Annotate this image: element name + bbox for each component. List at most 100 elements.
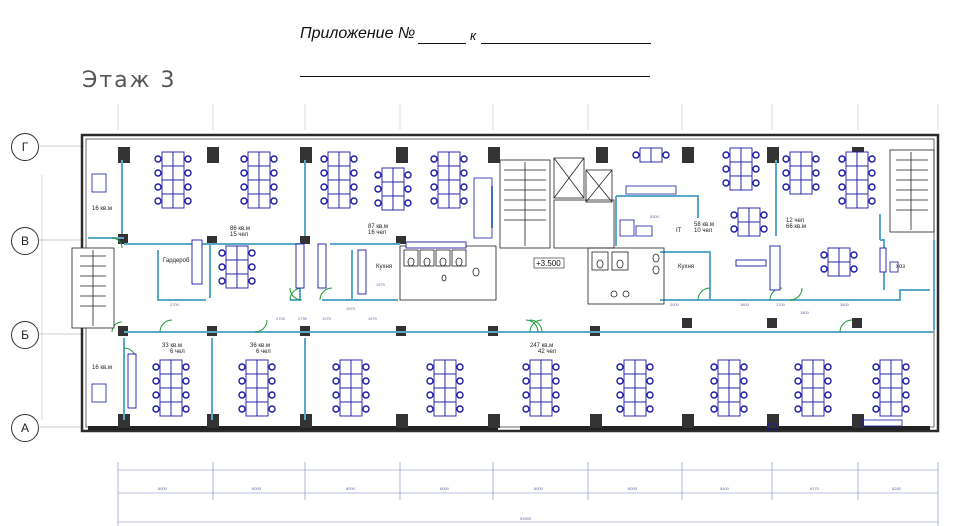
desk-cluster [240,151,278,209]
desk [127,353,137,409]
desk [191,239,203,285]
room-label-office66-area: 66 кв.м [786,224,806,230]
room-label-bottom-left-area: 16 кв.м [92,365,112,371]
wc-block-left [399,245,497,301]
desk-cluster [794,359,832,417]
dim-11: 1700 [776,302,786,307]
misc-furniture [91,173,903,431]
partitions [88,160,935,420]
bottom-dim-1: 6000 [158,486,168,491]
dim-13: 3600 [840,302,850,307]
axis-marker-b: Б [11,321,39,349]
staircase-right [889,149,935,233]
dim-5: 1970 [346,306,356,311]
room-label-office247-area: 247 кв.м [530,343,553,349]
staircase-center [499,159,551,249]
desk [879,247,887,273]
bottom-dim-6: 6000 [628,486,638,491]
desk-cluster [238,359,276,417]
doors [111,237,853,361]
desk-cluster [632,147,670,163]
desk [317,243,327,289]
dim-1: 2700 [170,302,180,307]
desk-cluster [722,147,760,191]
dim-9: 2000 [670,302,680,307]
desk-cluster [426,359,464,417]
dim-6: 1970 [368,316,378,321]
room-label-wardrobe: Гардероб [163,258,190,264]
room-label-office2-area: 87 кв.м [368,224,388,230]
room-label-storage: хоз [896,264,905,270]
room-label-office247-people: 42 чел [538,349,557,355]
desk-cluster [616,359,654,417]
appendix-number-line [418,43,466,44]
room-label-office1-people: 15 чел [230,232,249,238]
desk-cluster [218,245,256,289]
bottom-dim-9: 6280 [892,486,902,491]
floor-title: Этаж 3 [82,68,177,93]
desk-cluster [872,359,910,417]
elevation-mark-text: +3.500 [536,259,561,268]
desk-cluster [710,359,748,417]
staircase-left [71,247,115,329]
desk [735,259,767,267]
elevators [553,157,615,249]
bottom-dim-2: 6000 [252,486,262,491]
bottom-dim-5: 6000 [534,486,544,491]
desk [769,245,781,291]
dim-8: 5300 [650,214,660,219]
bottom-dimensions [117,462,939,526]
bottom-dimension-labels: 6000 6000 6000 6000 6000 6000 5400 6170 … [158,486,902,521]
dim-10: 1800 [740,302,750,307]
axis-marker-v: В [11,227,39,255]
desk-cluster [522,359,560,417]
bottom-dim-4: 6000 [440,486,450,491]
dim-12: 1800 [800,310,810,315]
room-label-office36-area: 36 кв.м [250,343,270,349]
desk-cluster [154,151,192,209]
elevation-mark: +3.500 [533,257,565,269]
wc-block-right [587,247,665,305]
room-label-office36-people: 6 чел [256,349,271,355]
dim-2: 2700 [276,316,286,321]
desk-cluster [332,359,370,417]
room-label-office33-area: 33 кв.м [162,343,182,349]
desk-cluster [152,359,190,417]
dim-4: 1970 [322,316,332,321]
room-label-office2-people: 16 чел [368,230,387,236]
room-label-office1-area: 86 кв.м [230,226,250,232]
windows [88,426,930,430]
dim-7: 1970 [376,282,386,287]
dim-3: 2790 [298,316,308,321]
room-label-kitchen-left: Кухня [376,264,392,270]
desk [405,241,467,249]
desk-cluster [820,247,858,277]
appendix-doc-line [481,43,651,44]
room-label-office58-people: 10 чел [694,228,713,234]
desk-cluster [320,151,358,209]
desk-cluster [430,151,468,209]
k-label: к [470,28,477,43]
desk [357,249,367,295]
axis-lines [38,145,84,428]
appendix-label: Приложение № [300,25,416,42]
bottom-dim-7: 5400 [720,486,730,491]
bottom-dim-total: 53900 [520,516,532,521]
desk-cluster [838,151,876,209]
desk-cluster [374,167,412,211]
room-dimension-labels: 2700 2700 2790 1970 1970 1970 1970 5300 … [170,214,850,321]
top-grid-ticks [117,104,939,130]
room-label-top-left-area: 16 кв.м [92,206,112,212]
room-label-office33-people: 6 чел [170,349,185,355]
axis-marker-g: Г [11,133,39,161]
desk-cluster [782,151,820,195]
appendix-second-line [300,76,650,77]
bottom-dim-8: 6170 [810,486,820,491]
room-label-kitchen-right: Кухня [678,264,694,270]
bottom-dim-3: 6000 [346,486,356,491]
furniture [127,147,910,417]
desk-cluster [730,207,768,237]
axis-marker-a: А [11,414,39,442]
room-labels: 16 кв.м 86 кв.м 15 чел 87 кв.м 16 чел Га… [92,206,905,371]
room-label-it: IT [676,228,682,234]
